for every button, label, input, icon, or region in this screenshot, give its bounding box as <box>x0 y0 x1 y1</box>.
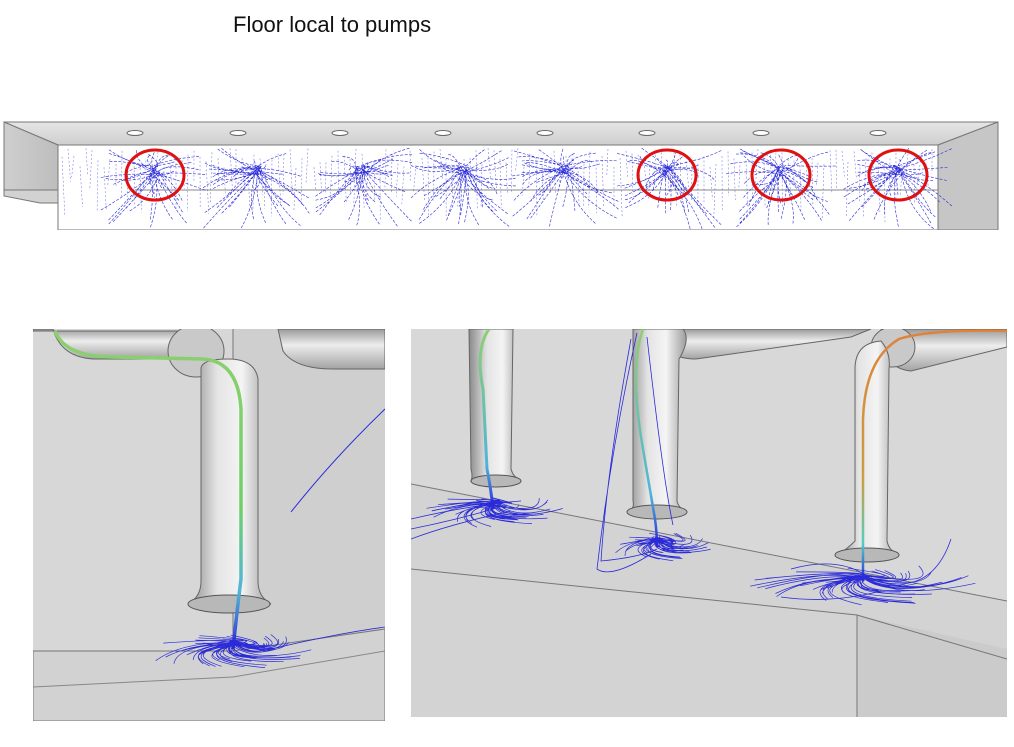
floor-region <box>57 144 939 230</box>
swirl-streamlines <box>750 565 976 606</box>
figure-title: Floor local to pumps <box>233 12 432 37</box>
top-floor-svg <box>3 121 999 230</box>
streamline-fan <box>315 147 413 227</box>
outflow-streamlines <box>780 538 952 600</box>
trailing-streamline <box>262 626 385 652</box>
pump-hole <box>126 130 144 136</box>
floor-vortex-streamlines <box>411 497 976 606</box>
floor-vortex-streamlines <box>155 626 385 668</box>
core-streamline <box>53 330 243 650</box>
side-wall <box>233 329 385 721</box>
pipe-2-bell-mouth <box>626 504 688 520</box>
tank-right-wall <box>937 121 999 230</box>
streamline-fan <box>616 147 722 230</box>
pump-hole <box>331 130 349 136</box>
suction-pipe-vertical <box>187 358 272 605</box>
vortex-highlight-circle <box>124 148 186 202</box>
floor-edge-front <box>411 568 858 616</box>
pump-hole <box>434 130 452 136</box>
right-pump-detail-view <box>411 329 1007 717</box>
pipe-bell-mouth <box>187 594 271 614</box>
pump-hole <box>869 130 887 136</box>
streamline-fan <box>202 147 310 229</box>
pump-hole <box>536 130 554 136</box>
streamline-fan <box>512 148 619 227</box>
floor-hatch-streamlines <box>61 148 933 224</box>
swirl-streamlines <box>615 532 711 562</box>
pump-hole <box>752 130 770 136</box>
vortex-highlight-circles <box>124 148 929 202</box>
pump-hole <box>229 130 247 136</box>
vortex-highlight-circle <box>636 148 698 202</box>
vortex-highlight-circle <box>750 148 812 202</box>
left-pump-svg <box>33 329 385 721</box>
pipe-3-core-streamline <box>861 329 1007 581</box>
pipe-1-bell-mouth <box>470 474 522 488</box>
front-face <box>857 615 1007 717</box>
tank-back-wall <box>3 121 999 146</box>
pump-hole <box>638 130 656 136</box>
adjacent-pipe <box>277 329 385 370</box>
floor-edge-2 <box>232 650 385 678</box>
stray-streamline <box>290 408 385 513</box>
floor-edge <box>33 676 234 688</box>
streamline-fan <box>843 147 953 229</box>
pump-holes <box>126 130 887 136</box>
right-pump-svg <box>411 329 1007 717</box>
pipe-3-bell-mouth <box>834 547 900 563</box>
top-floor-streamline-view <box>0 118 1000 230</box>
inflow-streamlines <box>411 500 522 540</box>
pipe-2-wandering-streamlines <box>596 332 674 573</box>
pipe-2-core-streamline <box>634 329 659 548</box>
swirl-streamlines <box>155 634 312 668</box>
vortex-highlight-circle <box>867 148 929 202</box>
floor-streamlines <box>61 147 953 230</box>
left-pump-detail-view <box>33 329 385 721</box>
floor-edge-right <box>856 614 1007 660</box>
streamline-fan <box>100 149 206 228</box>
pipe-1-core-streamline <box>478 329 495 510</box>
